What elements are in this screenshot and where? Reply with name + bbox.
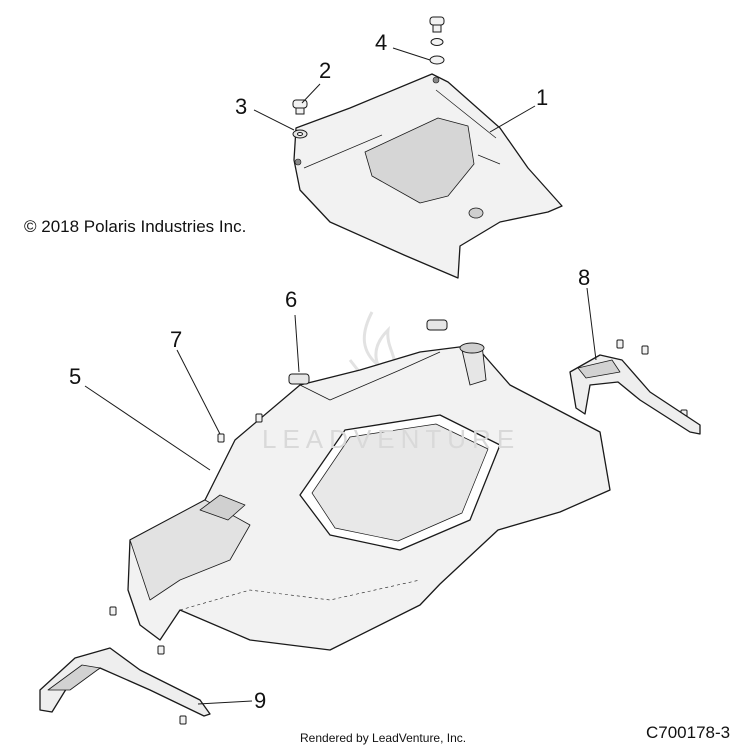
part-3-washer [292, 129, 308, 139]
part-2-fastener [292, 99, 308, 115]
callout-2: 2 [319, 58, 332, 83]
part-1-roof-panel [293, 73, 563, 279]
copyright-notice: © 2018 Polaris Industries Inc. [24, 217, 247, 236]
callout-7: 7 [170, 327, 183, 352]
part-4-fastener-stack [429, 16, 445, 65]
part-9-fender-flare-left [39, 647, 211, 717]
callout-6: 6 [285, 287, 298, 312]
callout-9: 9 [254, 688, 267, 713]
rendered-by-credit: Rendered by LeadVenture, Inc. [300, 731, 467, 745]
part-8-fender-flare-right [569, 354, 701, 435]
callout-8: 8 [578, 265, 591, 290]
callout-1: 1 [536, 85, 549, 110]
diagram-id: C700178-3 [646, 723, 731, 742]
callout-5: 5 [69, 364, 82, 389]
part-5-body-panel [127, 342, 611, 651]
part-6-grommet [288, 319, 448, 385]
callout-4: 4 [375, 30, 388, 55]
watermark-text: LEADVENTURE [262, 424, 521, 454]
leader-lines [84, 47, 597, 705]
callout-3: 3 [235, 94, 248, 119]
